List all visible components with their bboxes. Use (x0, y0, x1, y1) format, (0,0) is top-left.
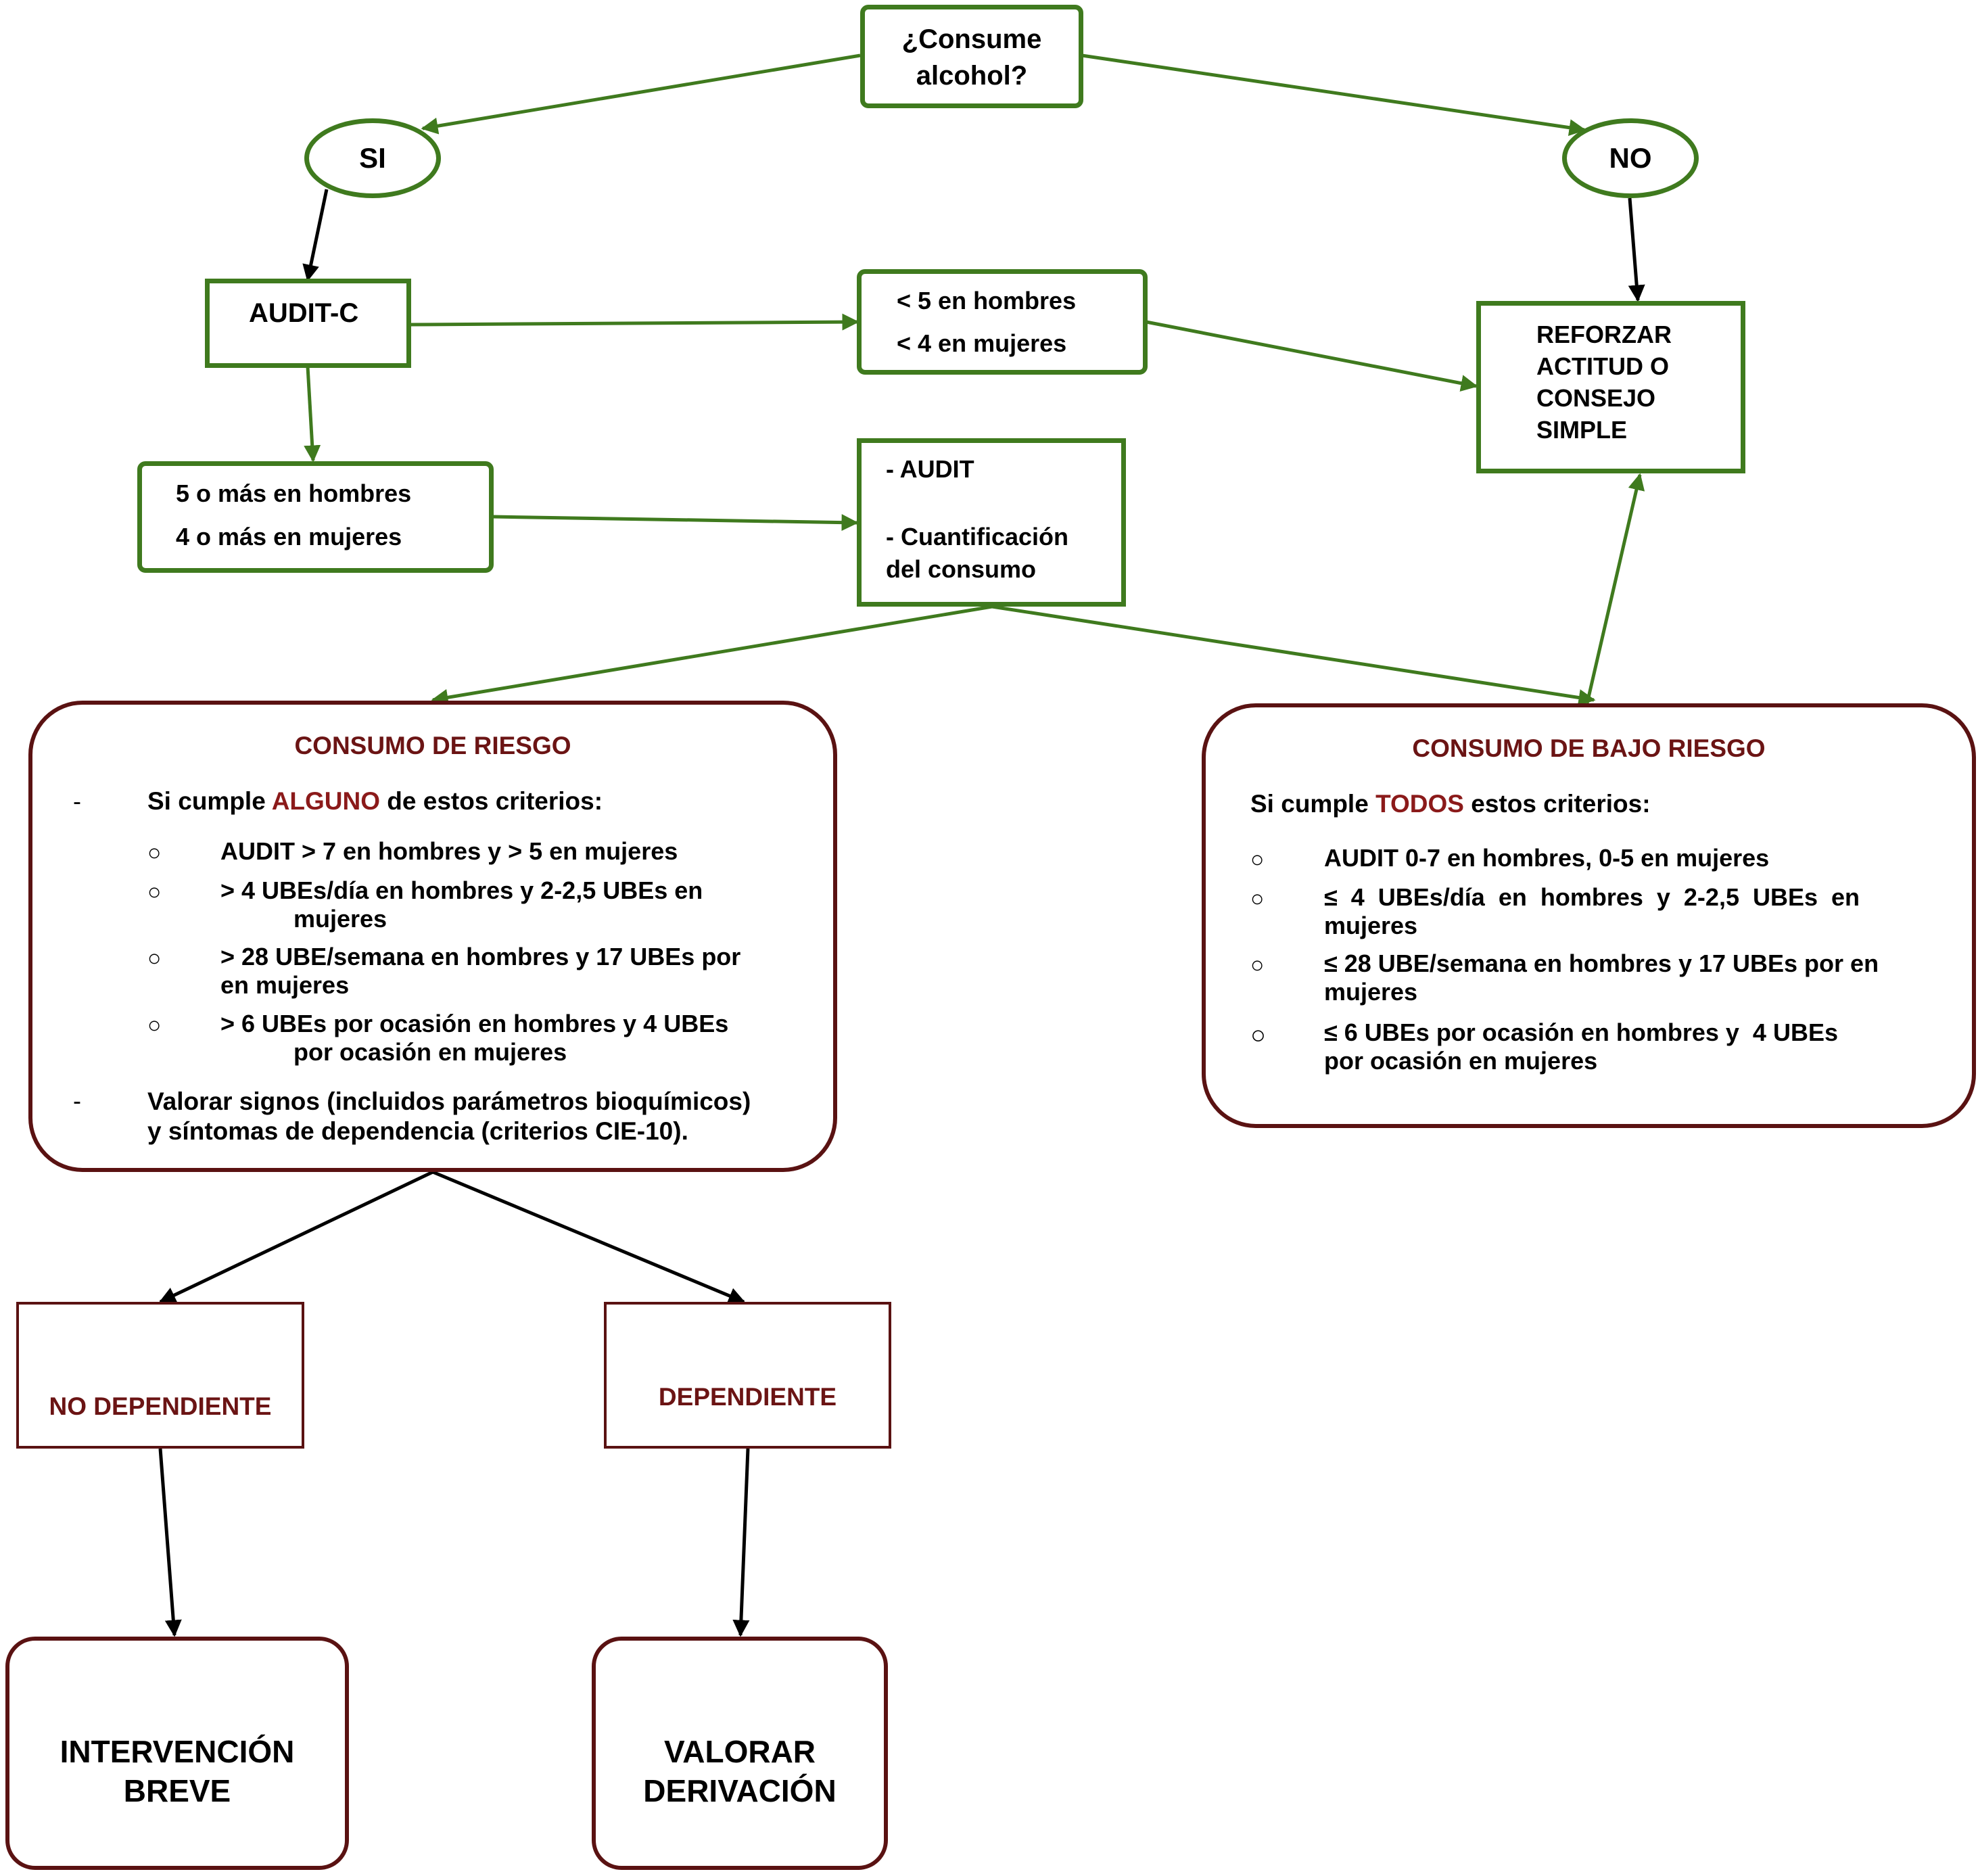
riesgo-criterion-4: > 6 UBEs por ocasión en hombres y 4 UBEs… (220, 1010, 728, 1067)
arrow-nodep-intervencion (158, 1448, 182, 1637)
intervencion-line-1: INTERVENCIÓN (60, 1734, 295, 1769)
bajo-intro-pre: Si cumple (1250, 790, 1376, 818)
riesgo-final-line-2: y síntomas de dependencia (criterios CIE… (147, 1117, 688, 1145)
riesgo-criterion-4-line-1: > 6 UBEs por ocasión en hombres y 4 UBEs (220, 1010, 729, 1037)
bajo-criterion-1-line-1: AUDIT 0-7 en hombres, 0-5 en mujeres (1324, 844, 1770, 872)
riesgo-bullet-4: ○ (147, 1012, 162, 1038)
si-label: SI (359, 142, 386, 174)
bajo-intro-highlight: TODOS (1375, 790, 1464, 818)
riesgo-dash-2: - (73, 1087, 81, 1115)
bajo-intro-post: estos criterios: (1463, 790, 1651, 818)
bajo-criterion-2-line-2: mujeres (1324, 912, 1418, 940)
arrow-bajo-reforzar (1585, 473, 1645, 704)
audit-box: - AUDIT - Cuantificación del consumo (857, 438, 1126, 607)
riesgo-intro-post: de estos criterios: (380, 787, 603, 815)
riesgo-final-line-1: Valorar signos (incluidos parámetros bio… (147, 1087, 751, 1115)
arrow-audit-bajo (991, 605, 1596, 706)
audit-c-box: AUDIT-C (205, 279, 411, 368)
bajo-criterion-3: ≤ 28 UBE/semana en hombres y 17 UBEs por… (1324, 949, 1879, 1007)
riesgo-dash-1: - (73, 787, 81, 815)
no-label: NO (1609, 142, 1652, 174)
high-score-men: 5 o más en hombres (176, 479, 412, 507)
arrow-question-si (421, 53, 861, 135)
riesgo-criterion-2-line-2: mujeres (293, 905, 387, 933)
bajo-criterion-4-line-1: ≤ 6 UBEs por ocasión en hombres y 4 UBEs (1324, 1018, 1838, 1046)
riesgo-criterion-3: > 28 UBE/semana en hombres y 17 UBEs por… (220, 943, 740, 1000)
valorar-line-1: VALORAR (663, 1734, 816, 1769)
arrow-riesgo-nodep (158, 1170, 434, 1304)
si-node: SI (304, 118, 441, 198)
reforzar-line-2: ACTITUD O (1536, 352, 1669, 380)
no-dependiente-box: NO DEPENDIENTE (16, 1302, 304, 1449)
bajo-criterion-1: AUDIT 0-7 en hombres, 0-5 en mujeres (1324, 844, 1769, 872)
low-score-men: < 5 en hombres (897, 287, 1077, 314)
riesgo-intro-highlight: ALGUNO (271, 787, 381, 815)
riesgo-bullet-1: ○ (147, 840, 162, 866)
audit-line-3: del consumo (886, 555, 1037, 583)
riesgo-criterion-1: AUDIT > 7 en hombres y > 5 en mujeres (220, 837, 678, 866)
arrow-question-no (1081, 53, 1586, 137)
bajo-criterion-4-line-2: por ocasión en mujeres (1324, 1047, 1598, 1075)
high-score-box: 5 o más en hombres 4 o más en mujeres (137, 461, 494, 573)
riesgo-bullet-3: ○ (147, 945, 162, 971)
riesgo-title: CONSUMO DE RIESGO (294, 732, 571, 759)
consumo-bajo-riesgo-box: CONSUMO DE BAJO RIESGO Si cumple TODOS e… (1202, 703, 1976, 1128)
audit-line-2: - Cuantificación (886, 523, 1069, 550)
riesgo-criterion-1-line-1: AUDIT > 7 en hombres y > 5 en mujeres (220, 837, 678, 865)
riesgo-final: Valorar signos (incluidos parámetros bio… (147, 1087, 751, 1146)
arrow-high-audit (492, 514, 859, 532)
arrow-auditc-low (408, 313, 860, 331)
riesgo-intro: Si cumple ALGUNO de estos criterios: (147, 787, 603, 816)
bajo-bullet-2: ○ (1250, 886, 1265, 912)
arrow-dep-valorar (732, 1448, 750, 1637)
low-score-box: < 5 en hombres < 4 en mujeres (857, 269, 1148, 375)
arrow-auditc-high (304, 366, 321, 463)
valorar-line-2: DERIVACIÓN (643, 1773, 837, 1808)
arrow-riesgo-dep (432, 1170, 746, 1304)
low-score-women: < 4 en mujeres (897, 329, 1067, 357)
arrow-audit-riesgo (431, 605, 993, 706)
no-node: NO (1562, 118, 1699, 198)
bajo-bullet-1: ○ (1250, 847, 1265, 872)
intervencion-line-2: BREVE (123, 1773, 231, 1808)
audit-line-1: - AUDIT (886, 455, 974, 483)
bajo-bullet-3: ○ (1250, 952, 1265, 978)
arrow-si-auditc (302, 189, 329, 282)
bajo-bullet-4: ○ (1250, 1021, 1266, 1050)
riesgo-criterion-2-line-1: > 4 UBEs/día en hombres y 2-2,5 UBEs en (220, 876, 703, 904)
riesgo-intro-pre: Si cumple (147, 787, 272, 815)
audit-c-label: AUDIT-C (249, 298, 359, 328)
reforzar-box: REFORZAR ACTITUD O CONSEJO SIMPLE (1476, 301, 1745, 473)
arrow-low-reforzar (1146, 320, 1478, 392)
reforzar-line-4: SIMPLE (1536, 416, 1628, 444)
bajo-criterion-4: ≤ 6 UBEs por ocasión en hombres y 4 UBEs… (1324, 1018, 1838, 1076)
intervencion-breve-box: INTERVENCIÓN BREVE (5, 1637, 349, 1870)
bajo-criterion-2-line-1: ≤ 4 UBEs/día en hombres y 2-2,5 UBEs en (1324, 883, 1860, 911)
bajo-title: CONSUMO DE BAJO RIESGO (1412, 734, 1766, 762)
riesgo-criterion-3-line-2: en mujeres (220, 971, 350, 1000)
high-score-women: 4 o más en mujeres (176, 523, 402, 550)
dependiente-box: DEPENDIENTE (604, 1302, 891, 1449)
valorar-derivacion-box: VALORAR DERIVACIÓN (592, 1637, 888, 1870)
riesgo-criterion-4-line-2: por ocasión en mujeres (293, 1038, 567, 1066)
bajo-criterion-3-line-2: mujeres (1324, 978, 1418, 1006)
dependiente-label: DEPENDIENTE (658, 1383, 837, 1411)
riesgo-bullet-2: ○ (147, 879, 162, 905)
reforzar-line-1: REFORZAR (1536, 321, 1672, 348)
arrow-no-reforzar (1628, 197, 1645, 302)
riesgo-criterion-3-line-1: > 28 UBE/semana en hombres y 17 UBEs por (220, 943, 741, 970)
bajo-criterion-3-line-1: ≤ 28 UBE/semana en hombres y 17 UBEs por… (1324, 949, 1879, 977)
consumo-riesgo-box: CONSUMO DE RIESGO - Si cumple ALGUNO de … (28, 701, 837, 1172)
reforzar-line-3: CONSEJO (1536, 384, 1656, 412)
question-line-1: ¿Consume (901, 24, 1042, 54)
question-line-2: alcohol? (916, 61, 1028, 91)
no-dependiente-label: NO DEPENDIENTE (49, 1392, 272, 1420)
bajo-intro: Si cumple TODOS estos criterios: (1250, 790, 1651, 818)
question-box: ¿Consume alcohol? (860, 5, 1083, 108)
